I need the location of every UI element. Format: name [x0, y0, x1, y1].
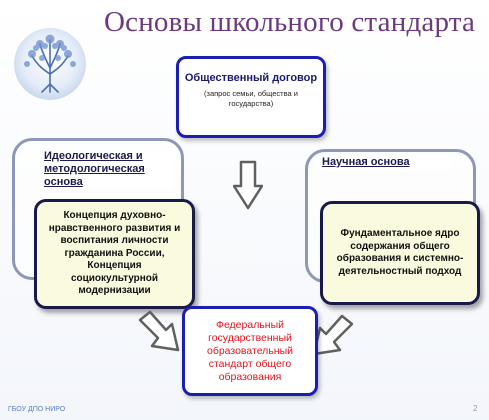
slide-title: Основы школьного стандарта [104, 6, 476, 38]
arrow-down-icon [233, 160, 263, 210]
page-number: 2 [473, 404, 478, 413]
fundamental-core-text: Фундаментальное ядро содержания общего о… [336, 228, 464, 277]
public-contract-title: Общественный договор [184, 72, 318, 84]
tree-logo-icon [14, 28, 86, 100]
fgos-box: Федеральный государственный образователь… [182, 306, 318, 396]
public-contract-box: Общественный договор (запрос семьи, обще… [176, 56, 326, 138]
concept-card-text: Концепция духовно-нравственного развития… [48, 210, 181, 297]
arrow-down-right-icon [138, 310, 180, 352]
fundamental-core-card: Фундаментальное ядро содержания общего о… [320, 201, 480, 305]
footer-org: ГБОУ ДПО НИРО [8, 406, 66, 413]
public-contract-subtitle: (запрос семьи, общества и государства) [204, 89, 298, 108]
scientific-label: Научная основа [322, 156, 452, 169]
concept-card: Концепция духовно-нравственного развития… [34, 199, 195, 309]
ideological-label: Идеологическая и методологическая основа [44, 150, 174, 189]
fgos-text: Федеральный государственный образователь… [206, 318, 293, 383]
